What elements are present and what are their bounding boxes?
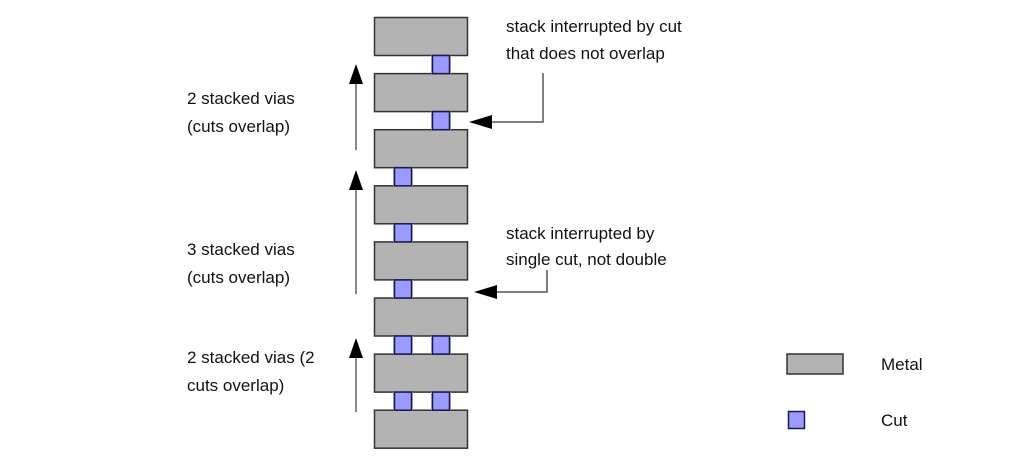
metal-layers [373,16,469,449]
cut-square [431,110,451,131]
legend: Metal Cut [786,353,923,430]
group-top-label-line1: 2 stacked vias [187,89,295,108]
group-arrow-middle [349,170,363,294]
cut-2-right [431,110,451,131]
cut-4-left [393,223,413,243]
cut-7-right [431,391,451,411]
cut-square [393,279,413,299]
metal-layer-8 [373,409,469,449]
callout-line [495,270,548,293]
callout-top-label-line2: that does not overlap [506,44,665,63]
callout-top-label-line1: stack interrupted by cut [506,17,682,36]
cut-1-right [431,54,451,75]
callout-arrow-middle [474,270,548,299]
metal-layer-3 [373,128,469,169]
cut-5-left [393,279,413,299]
metal-layer-4 [373,185,469,225]
arrow-left-icon [474,285,497,299]
legend-cut-swatch [787,410,806,430]
cut-7-left [393,391,413,411]
legend-metal-swatch [786,353,844,375]
cut-square [431,335,451,355]
group-middle-label-line2: (cuts overlap) [187,268,290,287]
legend-metal-label: Metal [881,355,923,374]
cut-square [431,54,451,75]
cut-layers [393,54,451,411]
metal-layer-7 [373,353,469,393]
metal-layer-6 [373,297,469,337]
arrow-up-icon [349,338,363,358]
callout-arrow-top [469,73,544,129]
callout-line [490,73,544,123]
cut-6-right [431,335,451,355]
cut-square [393,166,413,187]
group-arrow-top [349,64,363,150]
metal-layer-2 [373,72,469,113]
group-bottom-label-line1: 2 stacked vias (2 [187,348,315,367]
callout-middle-label-line2: single cut, not double [506,250,667,269]
group-middle-label-line1: 3 stacked vias [187,240,295,259]
arrow-up-icon [349,170,363,190]
metal-layer-1 [373,16,469,57]
cut-square [393,391,413,411]
group-top-label-line2: (cuts overlap) [187,117,290,136]
cut-6-left [393,335,413,355]
cut-3-left [393,166,413,187]
arrow-left-icon [469,115,492,129]
legend-cut-label: Cut [881,411,908,430]
group-arrow-bottom [349,338,363,412]
group-bottom-label-line2: cuts overlap) [187,376,284,395]
cut-square [393,335,413,355]
callout-middle-label-line1: stack interrupted by [506,224,655,243]
cut-square [431,391,451,411]
metal-layer-5 [373,241,469,281]
arrow-up-icon [349,64,363,84]
cut-square [393,223,413,243]
